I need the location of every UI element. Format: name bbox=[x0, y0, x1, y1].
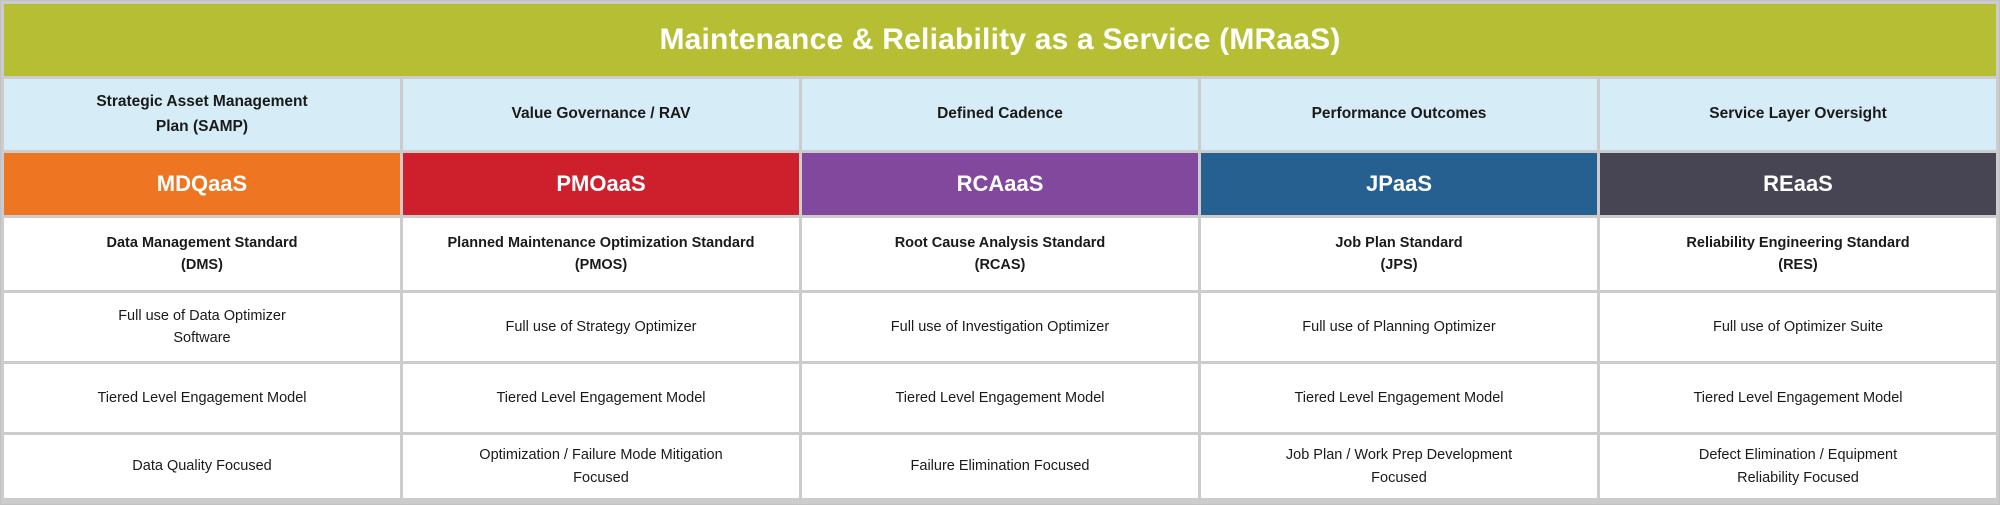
category-header-service-layer-oversight: Service Layer Oversight bbox=[1600, 79, 1996, 150]
category-header-performance-outcomes: Performance Outcomes bbox=[1201, 79, 1597, 150]
standard-cell-dms: Data Management Standard (DMS) bbox=[4, 218, 400, 290]
optimizer-cell-investigation: Full use of Investigation Optimizer bbox=[802, 293, 1198, 361]
engagement-cell: Tiered Level Engagement Model bbox=[4, 364, 400, 432]
standard-cell-rcas: Root Cause Analysis Standard (RCAS) bbox=[802, 218, 1198, 290]
engagement-cell: Tiered Level Engagement Model bbox=[802, 364, 1198, 432]
focus-cell-data-quality: Data Quality Focused bbox=[4, 435, 400, 498]
service-band-rcaaas: RCAaaS bbox=[802, 153, 1198, 215]
table-title: Maintenance & Reliability as a Service (… bbox=[4, 4, 1996, 76]
category-header-value-governance: Value Governance / RAV bbox=[403, 79, 799, 150]
focus-cell-failure-elimination: Failure Elimination Focused bbox=[802, 435, 1198, 498]
focus-cell-optimization: Optimization / Failure Mode Mitigation F… bbox=[403, 435, 799, 498]
standard-cell-res: Reliability Engineering Standard (RES) bbox=[1600, 218, 1996, 290]
optimizer-cell-data: Full use of Data Optimizer Software bbox=[4, 293, 400, 361]
service-band-jpaas: JPaaS bbox=[1201, 153, 1597, 215]
optimizer-cell-planning: Full use of Planning Optimizer bbox=[1201, 293, 1597, 361]
category-header-defined-cadence: Defined Cadence bbox=[802, 79, 1198, 150]
focus-cell-job-plan: Job Plan / Work Prep Development Focused bbox=[1201, 435, 1597, 498]
category-header-samp: Strategic Asset Management Plan (SAMP) bbox=[4, 79, 400, 150]
focus-cell-defect-elimination: Defect Elimination / Equipment Reliabili… bbox=[1600, 435, 1996, 498]
optimizer-cell-suite: Full use of Optimizer Suite bbox=[1600, 293, 1996, 361]
optimizer-cell-strategy: Full use of Strategy Optimizer bbox=[403, 293, 799, 361]
engagement-cell: Tiered Level Engagement Model bbox=[1201, 364, 1597, 432]
engagement-cell: Tiered Level Engagement Model bbox=[403, 364, 799, 432]
mraas-grid: Maintenance & Reliability as a Service (… bbox=[4, 4, 1996, 498]
standard-cell-jps: Job Plan Standard (JPS) bbox=[1201, 218, 1597, 290]
standard-cell-pmos: Planned Maintenance Optimization Standar… bbox=[403, 218, 799, 290]
engagement-cell: Tiered Level Engagement Model bbox=[1600, 364, 1996, 432]
service-band-pmoaas: PMOaaS bbox=[403, 153, 799, 215]
service-band-mdqaas: MDQaaS bbox=[4, 153, 400, 215]
service-band-reaas: REaaS bbox=[1600, 153, 1996, 215]
